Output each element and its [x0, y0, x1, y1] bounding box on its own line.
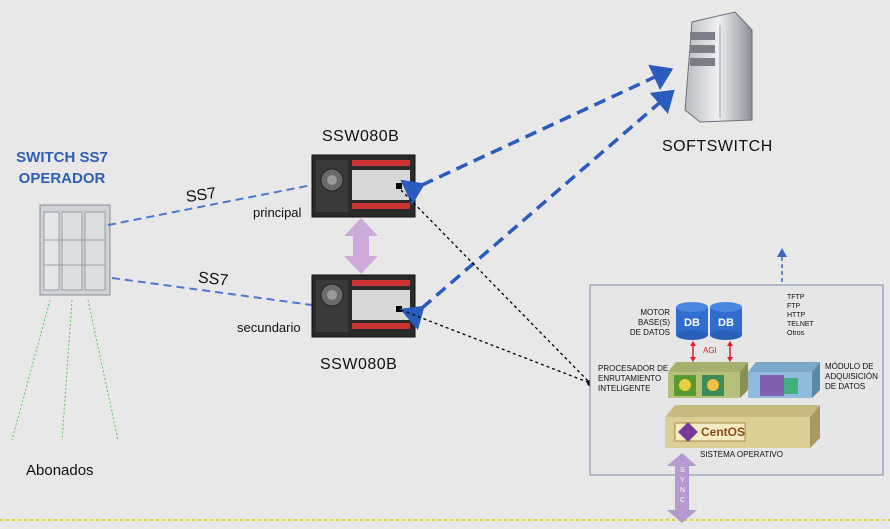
protocol-link-arrowhead	[777, 248, 787, 257]
db-icon-1-label: DB	[684, 317, 700, 329]
ss7-link-bottom	[111, 277, 313, 306]
acquisition-block	[748, 362, 820, 398]
ssw-top-name: SSW080B	[322, 128, 400, 145]
agi-label: AGI	[703, 346, 717, 355]
centos-logo: CentOS	[701, 425, 746, 439]
router-line-2: ENRUTAMIENTO	[598, 374, 662, 383]
db-icon-1	[676, 302, 708, 340]
protocol-item: FTP	[787, 303, 801, 310]
protocol-item: TELNET	[787, 321, 814, 328]
sync-letter: S	[680, 467, 685, 474]
acquisition-line-3: DE DATOS	[825, 382, 866, 391]
acquisition-label: MÓDULO DE ADQUISICIÓN DE DATOS	[825, 362, 878, 392]
ssw-top-icon	[311, 154, 416, 218]
sync-letter: Y	[680, 477, 685, 484]
redundancy-arrow	[344, 218, 378, 274]
db-engine-label: MOTOR BASE(S) DE DATOS	[626, 308, 670, 338]
operator-title: SWITCH SS7 OPERADOR	[14, 147, 110, 189]
ssw-bottom-name: SSW080B	[320, 356, 398, 373]
db-engine-line-2: BASE(S)	[637, 318, 670, 327]
ss7-link-top	[107, 184, 313, 226]
softswitch-label: SOFTSWITCH	[662, 138, 773, 155]
protocol-item: TFTP	[787, 294, 805, 301]
acquisition-line-1: MÓDULO DE	[825, 362, 874, 371]
acquisition-line-2: ADQUISICIÓN	[825, 372, 878, 381]
protocol-item: Otros	[787, 330, 805, 337]
operator-title-line-2: OPERADOR	[18, 170, 106, 187]
ssw-bottom-icon	[311, 274, 416, 338]
db-engine-line-3: DE DATOS	[629, 328, 670, 337]
subscriber-lines	[11, 299, 119, 441]
router-line-3: INTELIGENTE	[598, 384, 651, 393]
sync-letter: C	[679, 497, 686, 504]
ssw-top-role: principal	[253, 205, 302, 220]
protocol-list: TFTP FTP HTTP TELNET Otros	[787, 293, 814, 338]
sync-arrow	[667, 453, 697, 523]
subscribers-label: Abonados	[26, 462, 94, 479]
ss7-label-bottom: SS7	[197, 269, 230, 290]
sync-label: S Y N C	[679, 466, 686, 506]
ssw-bottom-role: secundario	[237, 320, 301, 335]
db-icon-2-label: DB	[718, 317, 734, 329]
router-line-1: PROCESADOR DE	[598, 364, 669, 373]
os-label: SISTEMA OPERATIVO	[700, 450, 783, 459]
db-icon-2	[710, 302, 742, 340]
operator-title-line-1: SWITCH SS7	[16, 149, 108, 166]
sync-letter: N	[679, 487, 686, 494]
softswitch-link-bottom	[399, 89, 675, 331]
softswitch-server-icon	[684, 11, 753, 123]
module-links	[400, 189, 591, 384]
db-engine-line-1: MOTOR	[640, 308, 670, 317]
protocol-item: HTTP	[787, 312, 806, 319]
router-block	[668, 362, 748, 398]
router-label: PROCESADOR DE ENRUTAMIENTO INTELIGENTE	[598, 364, 668, 394]
ss7-switch-icon	[39, 204, 111, 296]
